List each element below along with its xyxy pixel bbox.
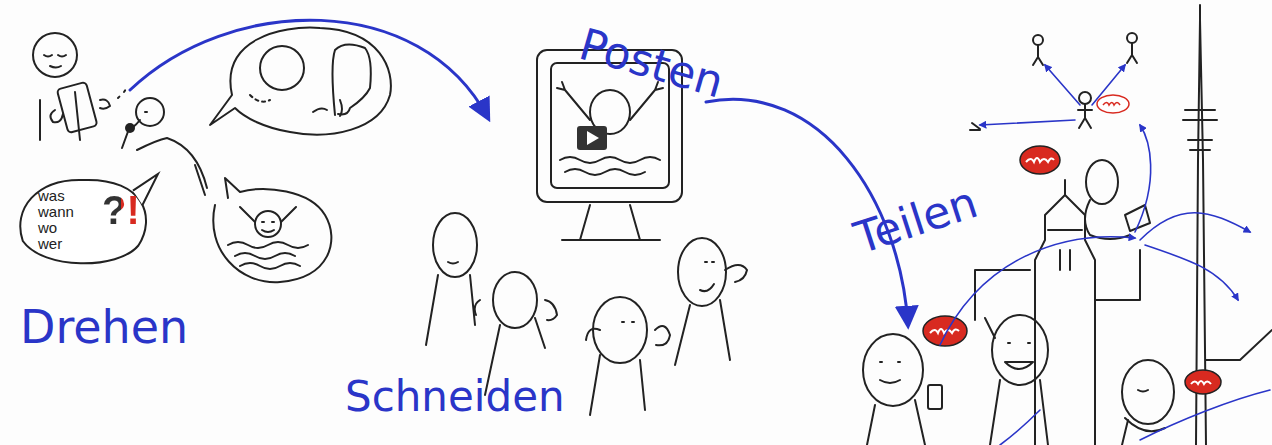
sharing-people	[1033, 45, 1043, 65]
sharing-people	[1079, 92, 1091, 104]
step-label: Drehen	[20, 300, 188, 354]
message-bubble	[1097, 95, 1129, 113]
share-arrows	[940, 65, 1270, 445]
sharing-people	[1086, 160, 1118, 204]
sharing-people	[990, 343, 1048, 445]
message-bubble	[1020, 146, 1060, 174]
share-arrows	[1045, 65, 1080, 105]
message-bubble	[923, 95, 1221, 394]
sharing-people	[1078, 104, 1092, 128]
filming-person	[50, 110, 63, 122]
share-arrows	[1140, 213, 1250, 240]
filming-person	[118, 89, 126, 98]
sharing-people	[928, 385, 942, 409]
share-arrows	[980, 120, 1075, 125]
filming-person	[44, 55, 66, 68]
speech-bubble	[255, 211, 281, 237]
sharing-people	[1122, 390, 1165, 445]
speech-bubble	[240, 207, 296, 222]
interview-person	[122, 98, 207, 195]
step-label: Schneiden	[345, 372, 565, 421]
city-skyline	[1048, 180, 1082, 270]
speech-bubble-node: was wann wo wer?!	[16, 178, 152, 268]
speech-bubble	[213, 178, 331, 282]
city-skyline	[975, 250, 1272, 360]
flow-arrow	[130, 20, 488, 118]
interview-person	[136, 98, 164, 126]
message-bubble	[1103, 103, 1120, 106]
filming-person	[57, 82, 98, 133]
share-arrows	[1000, 410, 1040, 445]
speech-bubble	[210, 28, 391, 135]
speech-bubble	[213, 178, 331, 282]
share-arrows	[1092, 65, 1125, 105]
sharing-people	[970, 123, 980, 130]
question-words: was wann wo wer	[38, 188, 78, 252]
bubble-outline	[20, 180, 146, 263]
sharing-people	[985, 318, 995, 338]
editing-people	[622, 262, 714, 322]
editing-people	[593, 297, 647, 363]
speech-bubble	[333, 44, 371, 115]
share-arrows	[1140, 390, 1270, 440]
question-marks: ?!	[102, 190, 140, 230]
share-arrows	[940, 237, 1135, 345]
message-bubble	[1026, 158, 1054, 162]
share-arrows	[1145, 245, 1238, 300]
editing-people	[678, 238, 726, 306]
sharing-people	[867, 362, 925, 445]
message-bubble	[1185, 370, 1221, 394]
editing-people	[675, 265, 747, 365]
filming-person	[33, 33, 77, 77]
filming-person	[100, 100, 110, 109]
editing-people	[433, 213, 477, 277]
editing-people	[586, 326, 670, 415]
sharing-people	[1127, 33, 1137, 43]
sharing-people	[1127, 43, 1137, 63]
video-monitor	[562, 205, 660, 240]
video-monitor	[560, 157, 660, 175]
speech-bubble	[313, 100, 342, 116]
city-skyline	[975, 5, 1272, 445]
sharing-people	[1122, 360, 1174, 424]
message-bubble	[930, 329, 959, 333]
speech-bubble	[250, 95, 270, 102]
speech-bubble	[228, 242, 308, 269]
speech-bubble	[260, 46, 304, 90]
sharing-people	[992, 315, 1048, 385]
interview-person	[122, 112, 207, 195]
sharing-people	[1033, 35, 1043, 45]
editing-people	[493, 272, 537, 328]
speech-bubble	[210, 28, 391, 135]
filming-person	[33, 33, 126, 140]
video-monitor	[577, 126, 607, 150]
editing-people	[426, 262, 475, 345]
interview-person	[125, 123, 135, 133]
speech-bubble	[262, 222, 274, 232]
message-bubble	[1191, 381, 1211, 384]
video-monitor	[587, 131, 599, 145]
message-bubble	[923, 316, 967, 346]
share-arrows	[1135, 125, 1151, 232]
sharing-people	[863, 334, 923, 406]
